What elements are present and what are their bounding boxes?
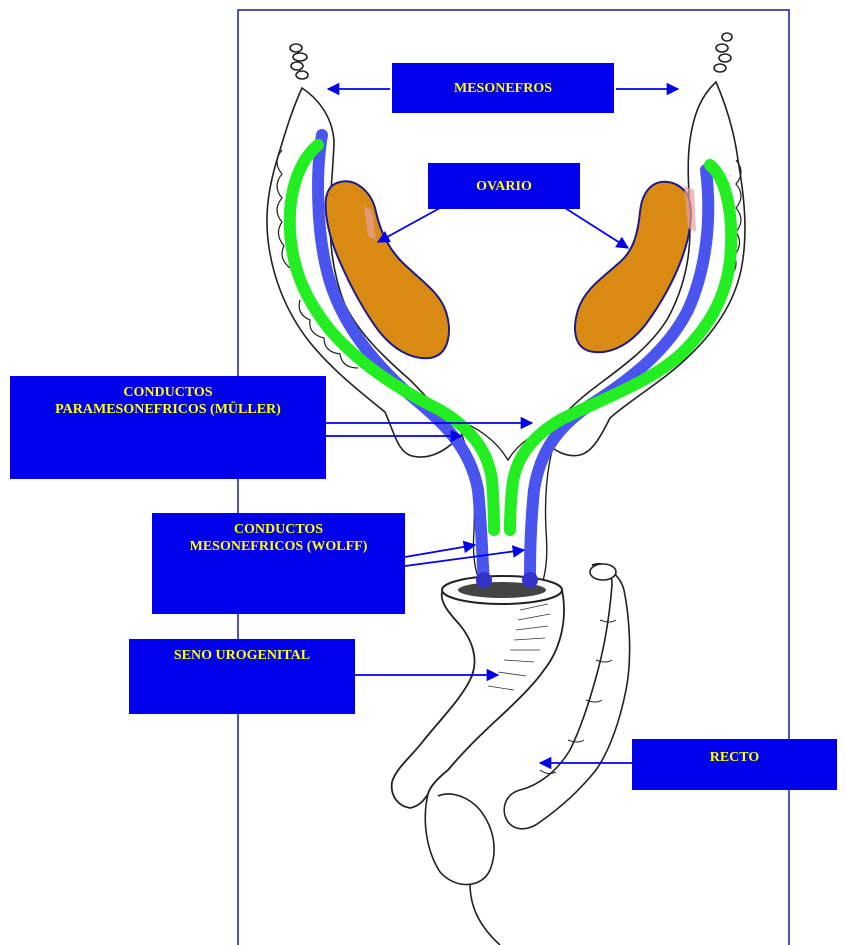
- arrow-mesonefricos-1: [405, 545, 475, 557]
- label-paramesonefricos-line1: CONDUCTOS: [123, 384, 212, 401]
- right-mesonephros-tubules: [714, 33, 732, 72]
- label-seno-urogenital: SENO UROGENITAL: [129, 639, 355, 714]
- tail-strand: [470, 884, 500, 945]
- label-paramesonefricos-line2: PARAMESONEFRICOS (MÜLLER): [55, 401, 281, 418]
- label-recto: RECTO: [632, 739, 837, 790]
- urogenital-sinus-outline: [392, 579, 564, 808]
- label-mesonefricos-line1: CONDUCTOS: [234, 521, 323, 538]
- label-mesonefros-text: MESONEFROS: [454, 80, 552, 97]
- label-seno-urogenital-text: SENO UROGENITAL: [174, 647, 310, 664]
- label-mesonefros: MESONEFROS: [392, 63, 614, 113]
- label-ovario-text: OVARIO: [476, 178, 532, 195]
- lower-body-outline: [425, 794, 494, 885]
- arrow-ovario-left: [378, 208, 440, 242]
- label-recto-text: RECTO: [710, 749, 760, 766]
- label-mesonefricos-line2: MESONEFRICOS (WOLFF): [190, 538, 368, 555]
- label-ovario: OVARIO: [428, 163, 580, 209]
- left-mesonephros-tubules: [290, 44, 308, 79]
- label-mesonefricos: CONDUCTOS MESONEFRICOS (WOLFF): [152, 513, 405, 614]
- arrow-ovario-right: [565, 208, 628, 248]
- rectum-opening: [590, 564, 616, 580]
- label-paramesonefricos: CONDUCTOS PARAMESONEFRICOS (MÜLLER): [10, 376, 326, 479]
